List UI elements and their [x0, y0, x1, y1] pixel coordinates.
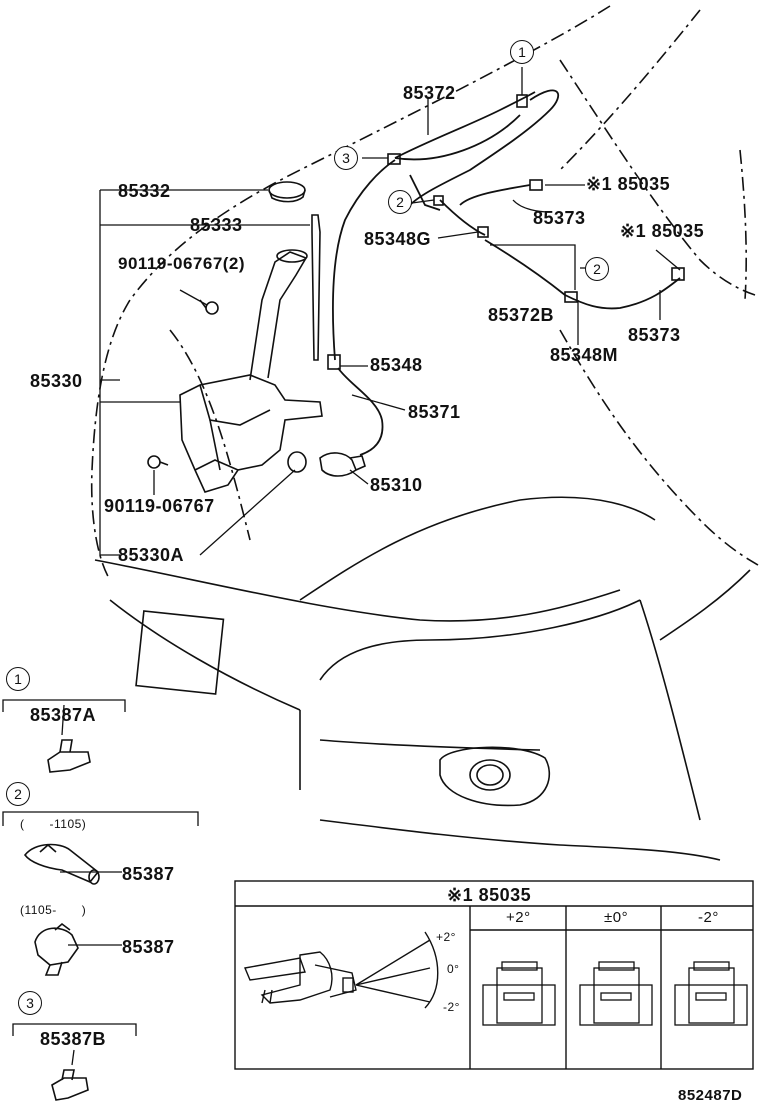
washer-hoses: [332, 89, 681, 456]
figure-code: 852487D: [678, 1087, 743, 1104]
tank-cap-rim: [268, 189, 306, 203]
nozzle-view-zero: [579, 961, 653, 1026]
inset-col-plus: +2°: [506, 909, 531, 926]
washer-tank: [179, 249, 366, 493]
clip-85387-late: [34, 922, 79, 976]
clip-85387B: [51, 1069, 89, 1101]
legend-label-85387-early: 85387: [122, 864, 175, 884]
nozzle-view-minus: [674, 961, 748, 1026]
label-85330: 85330: [30, 371, 83, 391]
tank-cap: [268, 181, 306, 199]
inset-box: [234, 880, 754, 1070]
label-90119-06767: 90119-06767: [104, 496, 215, 516]
label-85373-upper: 85373: [533, 208, 586, 228]
car-body-outline: [90, 5, 759, 581]
callout-2-upper: 2: [388, 190, 412, 214]
leader-lines: [99, 67, 681, 556]
level-sensor: [311, 214, 321, 361]
label-85310: 85310: [370, 475, 423, 495]
inset-col-minus: -2°: [698, 909, 719, 926]
label-85373-lower: 85373: [628, 325, 681, 345]
nozzle-view-plus: [482, 961, 556, 1026]
label-85332: 85332: [118, 181, 171, 201]
bolt-lower: [147, 455, 169, 469]
legend-range-early: ( -1105): [20, 817, 87, 831]
label-85035-lower: ※1 85035: [620, 221, 705, 241]
label-85348: 85348: [370, 355, 423, 375]
clip-85387-early: [24, 843, 100, 885]
clip-85387A: [47, 739, 91, 773]
inset-col-zero: ±0°: [604, 909, 629, 926]
inset-angle-plus: +2°: [436, 930, 456, 944]
legend-callout-2: 2: [6, 782, 30, 806]
callout-2-lower: 2: [585, 257, 609, 281]
inset-angle-zero: 0°: [447, 962, 460, 976]
label-85333: 85333: [190, 215, 243, 235]
label-85330A: 85330A: [118, 545, 185, 565]
legend-label-85387A: 85387A: [30, 705, 97, 725]
legend-label-85387B: 85387B: [40, 1029, 107, 1049]
label-90119-06767-2: 90119-06767(2): [118, 254, 246, 273]
nozzle-drawing: [244, 931, 439, 1009]
legend-label-85387-late: 85387: [122, 937, 175, 957]
label-85348M: 85348M: [550, 345, 619, 365]
label-85372: 85372: [403, 83, 456, 103]
label-85348G: 85348G: [364, 229, 432, 249]
label-85372B: 85372B: [488, 305, 555, 325]
callout-1: 1: [510, 40, 534, 64]
legend-range-late: (1105- ): [20, 903, 87, 917]
car-front-lines: [94, 496, 751, 861]
legend-callout-3: 3: [18, 991, 42, 1015]
callout-3: 3: [334, 146, 358, 170]
label-85035-upper: ※1 85035: [586, 174, 671, 194]
fog-lamp: [439, 746, 550, 807]
inset-title: ※1 85035: [447, 885, 532, 905]
grille-frame: [135, 610, 225, 695]
inset-angle-minus: -2°: [443, 1000, 460, 1014]
legend-callout-1: 1: [6, 667, 30, 691]
label-85371: 85371: [408, 402, 461, 422]
